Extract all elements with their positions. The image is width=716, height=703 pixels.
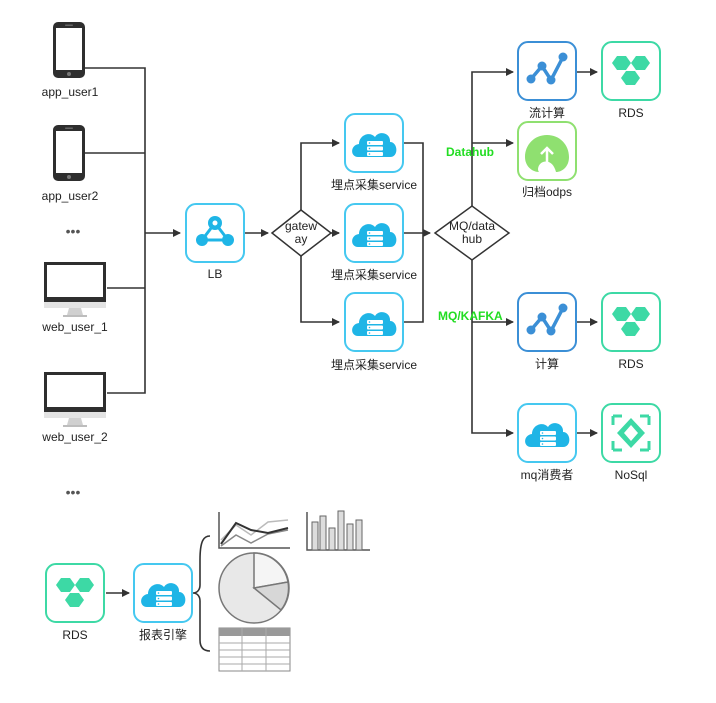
web-user1-label: web_user_1 (41, 320, 108, 334)
rds-3-node: RDS (45, 563, 105, 642)
web-user2-label: web_user_2 (41, 430, 108, 444)
archive-odps-label: 归档odps (522, 185, 572, 199)
archive-odps-node: 归档odps (517, 121, 577, 199)
nosql-node: NoSql (601, 403, 661, 482)
collect-service-3-node: 埋点采集service (331, 292, 417, 372)
gateway-node: gatew ay (270, 209, 333, 257)
cloud-server-icon (517, 403, 577, 463)
monitor-icon (44, 262, 106, 317)
mobile-phone-icon (53, 125, 85, 181)
bar-chart-thumbnail-icon (306, 510, 370, 551)
cloud-server-icon (133, 563, 193, 623)
mq-consumer-node: mq消费者 (517, 403, 577, 482)
load-balancer-icon (196, 216, 234, 246)
rds-hexagon-icon (601, 292, 661, 352)
collect-service-1-node: 埋点采集service (331, 113, 417, 192)
ellipsis-top: ••• (66, 223, 81, 239)
compute-label: 计算 (535, 356, 559, 371)
ellipsis-bottom: ••• (66, 484, 81, 500)
rds-hexagon-icon (601, 41, 661, 101)
collect-service-1-label: 埋点采集service (331, 177, 417, 192)
mq-datahub-label-line1: MQ/data (449, 219, 495, 233)
collect-service-2-label: 埋点采集service (331, 267, 417, 282)
line-chart-compute-icon (516, 40, 578, 102)
table-thumbnail-icon (218, 627, 291, 672)
app-user1-label: app_user1 (42, 85, 99, 99)
mq-datahub-node: MQ/data hub (433, 205, 511, 261)
gateway-diamond (270, 209, 333, 257)
line-chart-thumbnail-icon (218, 512, 290, 549)
rds-2-node: RDS (601, 292, 661, 371)
rds-2-label: RDS (618, 357, 643, 371)
report-engine-label: 报表引擎 (139, 627, 187, 642)
gateway-label-line1: gatew (285, 219, 317, 233)
rds-1-node: RDS (601, 41, 661, 120)
web-user2-node: web_user_2 (41, 372, 108, 444)
app-user1-node: app_user1 (42, 22, 99, 99)
collect-service-3-label: 埋点采集service (331, 357, 417, 372)
mq-datahub-label-line2: hub (462, 232, 482, 246)
mq-datahub-diamond (433, 205, 511, 261)
mq-kafka-branch-label: MQ/KAFKA (438, 309, 503, 323)
odps-leaf-icon (525, 135, 569, 172)
cloud-server-icon (344, 292, 404, 352)
monitor-icon (44, 372, 106, 427)
rds-hexagon-icon (45, 563, 105, 623)
compute-node: 计算 (516, 291, 578, 371)
nosql-shield-icon (611, 414, 651, 452)
pie-chart-thumbnail-icon (218, 552, 290, 624)
collect-service-2-node: 埋点采集service (331, 203, 417, 282)
lb-label: LB (208, 267, 223, 281)
edges (85, 67, 598, 652)
stream-compute-label: 流计算 (529, 105, 565, 120)
rds-1-label: RDS (618, 106, 643, 120)
line-chart-compute-icon (516, 291, 578, 353)
lb-node: LB (185, 203, 245, 281)
web-user1-node: web_user_1 (41, 262, 108, 334)
report-engine-node: 报表引擎 (133, 563, 193, 642)
gateway-label-line2: ay (295, 232, 308, 246)
mq-consumer-label: mq消费者 (521, 468, 574, 482)
mobile-phone-icon (53, 22, 85, 78)
stream-compute-node: 流计算 (516, 40, 578, 120)
nosql-label: NoSql (615, 468, 648, 482)
datahub-branch-label: Datahub (446, 145, 494, 159)
app-user2-label: app_user2 (42, 189, 99, 203)
cloud-server-icon (344, 203, 404, 263)
cloud-server-icon (344, 113, 404, 173)
app-user2-node: app_user2 (42, 125, 99, 203)
rds-3-label: RDS (62, 628, 87, 642)
